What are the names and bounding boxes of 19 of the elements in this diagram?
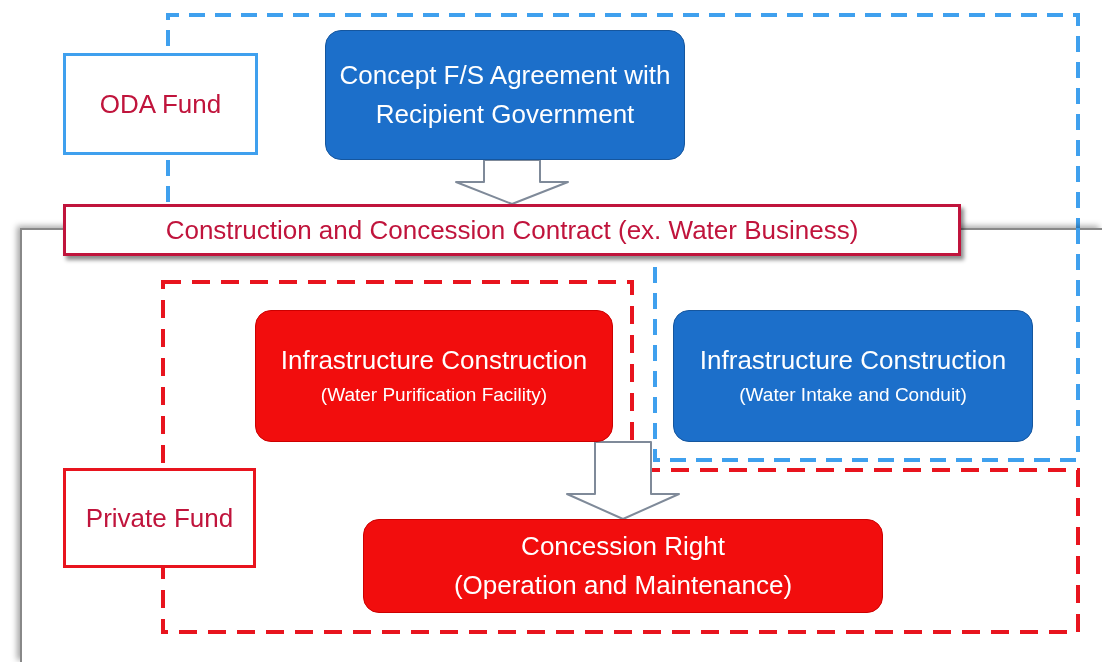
block-arrow — [566, 441, 680, 520]
process-box — [255, 310, 613, 442]
box-subtitle: (Operation and Maintenance) — [453, 569, 793, 602]
process-box — [325, 30, 685, 160]
fund-box — [63, 53, 258, 155]
box-title: Construction and Concession Contract (ex. Water Business) — [165, 213, 859, 247]
block-arrow — [455, 159, 569, 205]
box-title: Concept F/S Agreement with Recipient Government — [338, 59, 672, 131]
process-box — [363, 519, 883, 613]
box-subtitle: (Water Intake and Conduit) — [739, 383, 967, 408]
box-title: Private Fund — [85, 501, 234, 535]
box-title: Concession Right — [521, 530, 725, 563]
contract-banner — [63, 204, 961, 256]
box-subtitle: (Water Purification Facility) — [320, 383, 548, 408]
box-title: Infrastructure Construction — [699, 344, 1007, 378]
box-title: Infrastructure Construction — [280, 344, 588, 378]
fund-box — [63, 468, 256, 568]
box-title: ODA Fund — [99, 87, 222, 121]
process-box — [673, 310, 1033, 442]
